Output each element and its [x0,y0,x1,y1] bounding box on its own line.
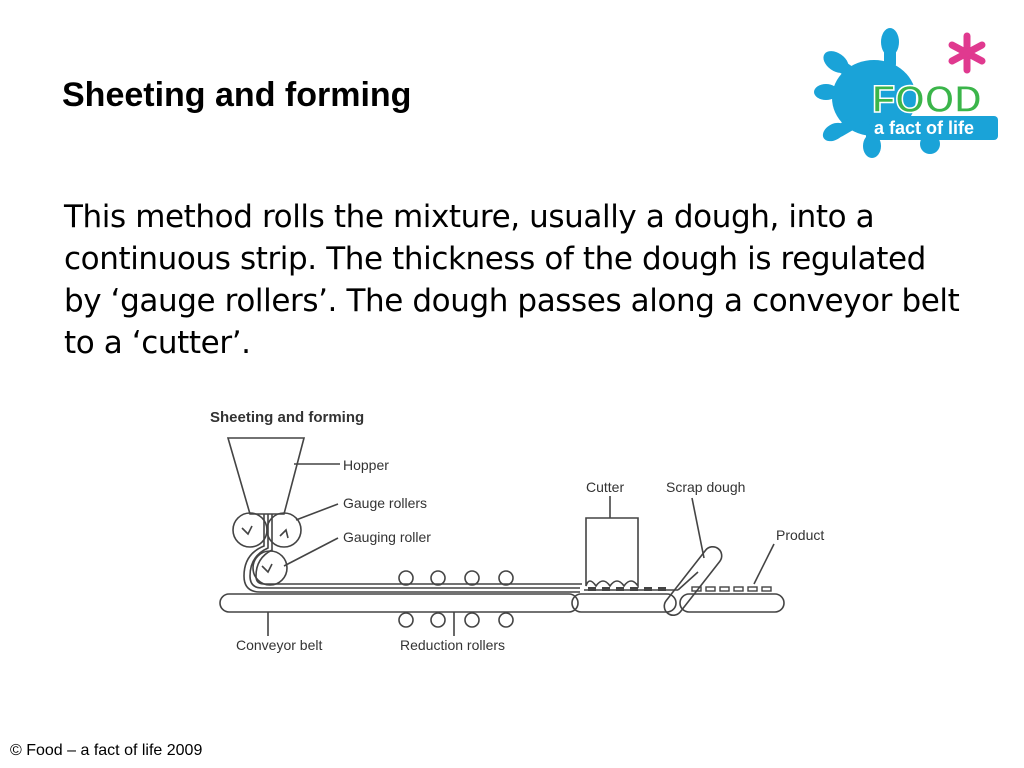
label-gauge-rollers: Gauge rollers [343,495,427,511]
label-cutter: Cutter [586,479,624,495]
copyright-footer: © Food – a fact of life 2009 [10,742,203,759]
conveyor-belt-3 [679,593,785,613]
dough-piece [644,587,652,591]
roller-arrow [261,563,273,574]
product-piece [719,586,730,592]
roller-arrow [279,528,289,539]
reduction-roller [464,570,480,586]
scrap-dough-belt [663,545,723,617]
conveyor-belt-1 [219,593,579,613]
label-product: Product [776,527,824,543]
roller-arrow [241,525,253,536]
dough-piece [658,587,666,591]
slide-body-text: This method rolls the mixture, usually a… [64,199,960,361]
logo-graphic: FOOD a fact of life [814,28,998,158]
dough-piece [616,587,624,591]
diagram-title: Sheeting and forming [210,409,364,426]
logo-tagline-bg [870,116,998,140]
leader-line [295,503,339,521]
leader-line [283,537,339,567]
diagram-graphic: Sheeting and forming Hopper Gauge roller… [210,409,824,653]
product-piece [705,586,716,592]
sheeting-forming-diagram: Sheeting and forming Hopper Gauge roller… [200,396,840,668]
product-piece [733,586,744,592]
leader-line [691,497,705,559]
reduction-roller [430,612,446,628]
product-piece [691,586,702,592]
dough-piece [588,587,596,591]
reduction-roller [430,570,446,586]
star-icon [948,32,986,74]
label-reduction-rollers: Reduction rollers [400,637,505,653]
dough-strip [243,514,580,593]
product-piece [747,586,758,592]
label-conveyor-belt: Conveyor belt [236,637,322,653]
dough-strip [255,514,582,585]
label-hopper: Hopper [343,457,389,473]
dough-piece [602,587,610,591]
reduction-roller [498,612,514,628]
conveyor-belt-2 [571,593,677,613]
dough-strip [249,514,580,589]
slide-title: Sheeting and forming [62,76,412,114]
reduction-roller [398,570,414,586]
label-scrap-dough: Scrap dough [666,479,745,495]
reduction-roller [398,612,414,628]
reduction-roller [498,570,514,586]
hopper-shape [226,437,306,515]
product-piece [761,586,772,592]
reduction-roller [464,612,480,628]
logo-tagline: a fact of life [874,118,974,138]
gauge-roller-right [266,512,302,548]
dough-piece [630,587,638,591]
leader-line [753,543,775,585]
logo-word: FOOD [872,79,982,121]
scrap-strip [677,571,699,591]
label-gauging-roller: Gauging roller [343,529,431,545]
cutter-shape [585,517,639,589]
food-a-fact-of-life-logo: FOOD a fact of life [812,28,1002,160]
